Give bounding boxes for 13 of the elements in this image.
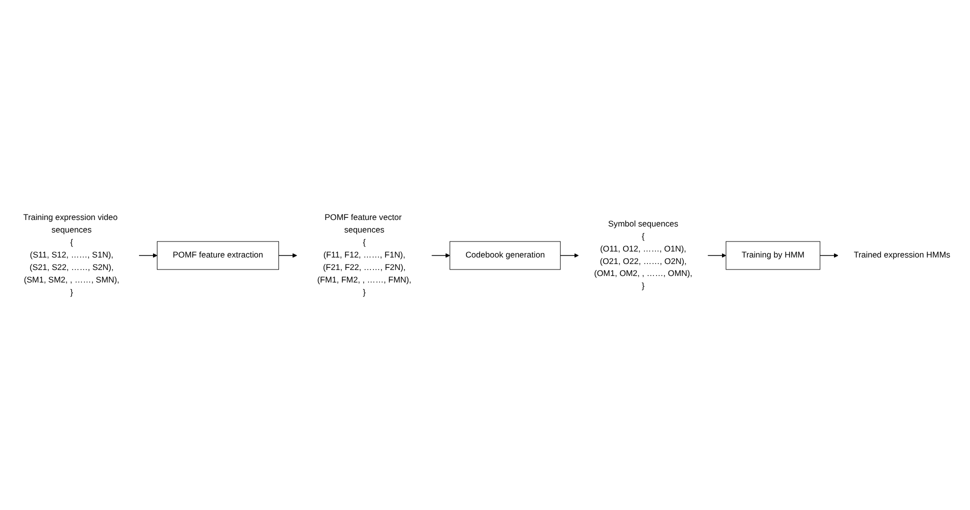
arrow <box>707 252 726 258</box>
node-text: Training expression video sequences { (S11, S12, ……, S1N), (S21, S22, ……, S2N), (SM1, SM2, , ……, SMN), } <box>23 212 120 296</box>
arrow <box>278 252 298 258</box>
node-box: Codebook generation <box>450 240 561 270</box>
arrow <box>431 252 450 258</box>
node-text: Trained expression HMMs <box>854 250 950 260</box>
arrow <box>560 252 579 258</box>
node-text: POMF feature vector sequences { (F11, F12, ……, F1N), (F21, F22, ……, F2N), (FM1, FM2, , ……, FMN), } <box>317 212 412 296</box>
node-box: POMF feature extraction <box>156 240 279 270</box>
arrow <box>820 252 838 258</box>
arrow <box>138 252 158 258</box>
node-box: Training by HMM <box>726 240 820 270</box>
node-text: Symbol sequences { (O11, O12, ……, O1N), (O21, O22, ……, O2N), (OM1, OM2, , ……, OMN), } <box>594 219 692 290</box>
